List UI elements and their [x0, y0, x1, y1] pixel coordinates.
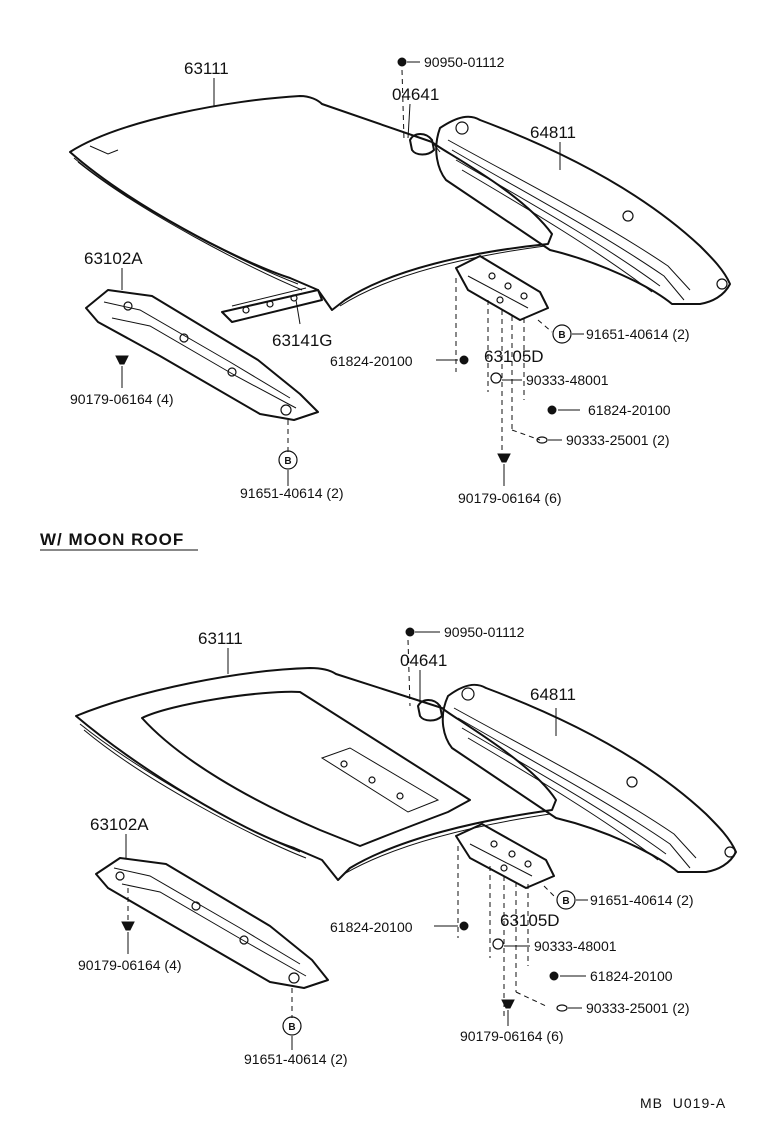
moonroof-rear-reinforcement-drawing	[455, 823, 557, 1018]
rear-reinforcement-drawing	[455, 255, 553, 452]
moonroof-rear-bolt-badge: B	[562, 896, 569, 907]
moonroof-label-plug-b: 90333-25001 (2)	[586, 1000, 690, 1016]
moonroof-seal-drawing	[417, 699, 443, 722]
label-grommet-b: 61824-20100	[588, 402, 671, 418]
label-clip: 90950-01112	[424, 54, 505, 70]
moonroof-label-rear-reinforcement: 63105D	[500, 911, 560, 930]
label-rear-bolt: 91651-40614 (2)	[586, 326, 690, 342]
moonroof-label-grommet-a: 61824-20100	[330, 919, 413, 935]
moonroof-label-roof-panel: 63111	[198, 629, 243, 648]
front-bolt-badge: B	[284, 456, 291, 467]
label-front-reinforcement: 63102A	[84, 249, 143, 268]
moonroof-front-fasteners-drawing: B	[121, 888, 302, 1050]
moonroof-panel-drawing	[75, 667, 557, 881]
section-title: W/ MOON ROOF	[40, 530, 184, 549]
moonroof-label-front-screw: 90179-06164 (4)	[78, 957, 182, 973]
moonroof-label-front-reinforcement: 63102A	[90, 815, 149, 834]
moonroof-rear-fasteners-drawing: B	[434, 890, 588, 1026]
diagram-code: MB U019-A	[640, 1095, 726, 1111]
clip-drawing	[397, 57, 420, 141]
label-brace: 63141G	[272, 331, 333, 350]
label-front-bolt: 91651-40614 (2)	[240, 485, 344, 501]
label-roof-panel: 63111	[184, 59, 229, 78]
moonroof-label-clip: 90950-01112	[444, 624, 525, 640]
label-rear-reinforcement: 63105D	[484, 347, 544, 366]
moonroof-label-grommet-b: 61824-20100	[590, 968, 673, 984]
moonroof-label-rear-bolt: 91651-40614 (2)	[590, 892, 694, 908]
brace-drawing	[221, 287, 323, 323]
label-front-screw: 90179-06164 (4)	[70, 391, 174, 407]
bottom-assembly: B	[75, 624, 737, 1067]
moonroof-label-rail: 64811	[530, 685, 576, 704]
roof-rail-drawing	[435, 115, 731, 305]
front-fasteners-drawing: B	[115, 355, 298, 486]
moonroof-clip-drawing	[405, 627, 440, 707]
moonroof-front-bolt-badge: B	[288, 1022, 295, 1033]
label-seal: 04641	[392, 85, 439, 104]
seal-drawing	[409, 133, 435, 156]
label-plug-a: 90333-48001	[526, 372, 609, 388]
moonroof-label-rear-screw: 90179-06164 (6)	[460, 1028, 564, 1044]
label-rear-screw: 90179-06164 (6)	[458, 490, 562, 506]
moonroof-rail-drawing	[441, 683, 737, 873]
top-assembly: B	[69, 54, 731, 506]
label-grommet-a: 61824-20100	[330, 353, 413, 369]
moonroof-label-plug-a: 90333-48001	[534, 938, 617, 954]
label-rail: 64811	[530, 123, 576, 142]
moonroof-label-seal: 04641	[400, 651, 447, 670]
moonroof-label-front-bolt: 91651-40614 (2)	[244, 1051, 348, 1067]
label-plug-b: 90333-25001 (2)	[566, 432, 670, 448]
rear-fasteners-drawing: B	[436, 324, 584, 486]
front-reinforcement-drawing	[85, 268, 319, 421]
rear-bolt-badge: B	[558, 330, 565, 341]
moonroof-front-reinforcement-drawing	[95, 834, 329, 989]
